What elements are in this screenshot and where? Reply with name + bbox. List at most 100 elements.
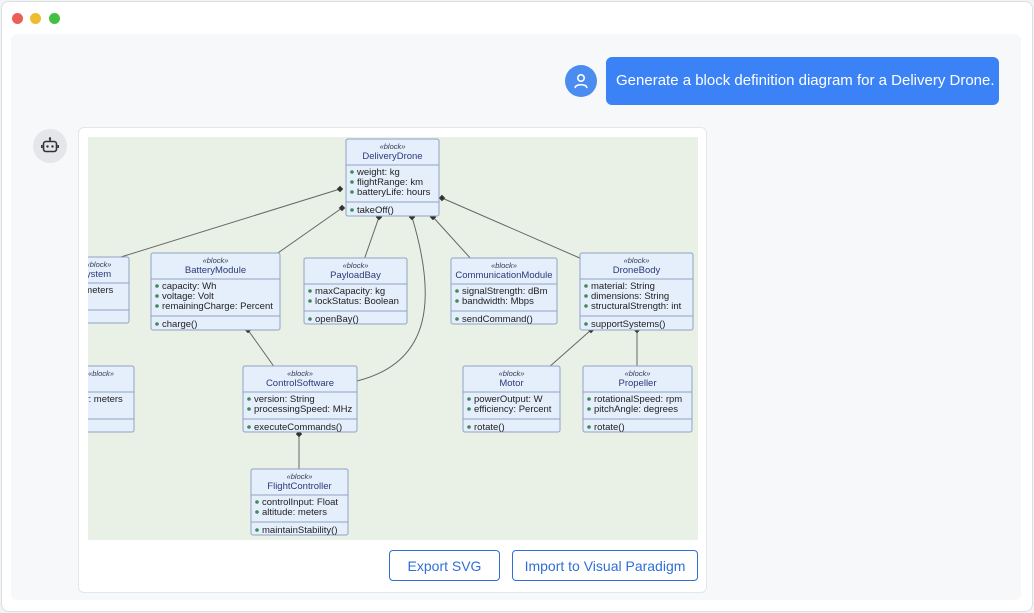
block-attribute: altitude: meters xyxy=(262,507,327,518)
composition-line xyxy=(441,197,583,260)
visibility-icon xyxy=(247,425,251,429)
visibility-icon xyxy=(455,317,459,321)
block-attribute: flightRange: km xyxy=(357,177,423,188)
block-attribute: version: String xyxy=(254,394,315,405)
block-dronebody[interactable]: «block»DroneBody material: Stringdimensio… xyxy=(579,252,694,331)
visibility-icon xyxy=(587,407,591,411)
visibility-icon xyxy=(467,397,471,401)
composition-line xyxy=(432,216,473,261)
block-attribute: efficiency: Percent xyxy=(474,404,552,415)
visibility-icon xyxy=(584,304,588,308)
composition-line xyxy=(356,216,426,382)
visibility-icon xyxy=(247,397,251,401)
block-name: DeliveryDrone xyxy=(362,151,422,162)
visibility-icon xyxy=(255,510,259,514)
visibility-icon xyxy=(255,528,259,532)
block-operation: supportSystems() xyxy=(591,319,665,330)
block-attribute: maxCapacity: kg xyxy=(315,286,385,297)
visibility-icon xyxy=(350,170,354,174)
visibility-icon xyxy=(584,322,588,326)
visibility-icon xyxy=(308,289,312,293)
visibility-icon xyxy=(587,397,591,401)
import-to-visual-paradigm-button[interactable]: Import to Visual Paradigm xyxy=(512,550,698,581)
visibility-icon xyxy=(155,294,159,298)
export-svg-button[interactable]: Export SVG xyxy=(389,550,500,581)
visibility-icon xyxy=(308,299,312,303)
visibility-icon xyxy=(155,304,159,308)
block-stereotype: «block» xyxy=(287,369,313,378)
block-name: BatteryModule xyxy=(185,265,246,276)
bot-avatar xyxy=(33,129,67,163)
block-deliverydrone[interactable]: «block»DeliveryDrone weight: kgflightRang… xyxy=(345,138,440,217)
block-name: ControlSoftware xyxy=(266,378,334,389)
visibility-icon xyxy=(255,500,259,504)
block-stereotype: «block» xyxy=(88,369,114,378)
visibility-icon xyxy=(467,425,471,429)
block-attribute: processingSpeed: MHz xyxy=(254,404,352,415)
title-bar xyxy=(2,2,1032,34)
composition-diamond xyxy=(295,430,303,438)
block-ystem[interactable]: «block»ystem: metersrs) xyxy=(88,256,130,324)
block-attribute: dimensions: String xyxy=(591,291,669,302)
composition-line xyxy=(107,188,341,262)
block-stereotype: «block» xyxy=(625,369,651,378)
block-stereotype: «block» xyxy=(287,472,313,481)
block-communicationmodule[interactable]: «block»CommunicationModulesignalStrength… xyxy=(450,257,558,325)
block-stereotype: «block» xyxy=(499,369,525,378)
block-stereotype: «block» xyxy=(203,256,229,265)
visibility-icon xyxy=(155,322,159,326)
robot-icon xyxy=(41,137,59,153)
block-attribute: cy: meters xyxy=(88,394,123,405)
block-attribute: weight: kg xyxy=(356,167,400,178)
visibility-icon xyxy=(584,294,588,298)
block-stereotype: «block» xyxy=(380,142,406,151)
block-operation: rotate() xyxy=(474,422,505,433)
block-operation: charge() xyxy=(162,319,197,330)
composition-diamond xyxy=(336,185,344,193)
block-attribute: voltage: Volt xyxy=(162,291,214,302)
maximize-window-button[interactable] xyxy=(49,13,60,24)
block-stereotype: «block» xyxy=(343,261,369,270)
composition-diamond xyxy=(438,194,446,202)
block-name: PayloadBay xyxy=(330,270,381,281)
user-message: Generate a block definition diagram for … xyxy=(606,57,999,105)
visibility-icon xyxy=(155,284,159,288)
composition-line xyxy=(274,207,343,256)
block-attribute: material: String xyxy=(591,281,655,292)
composition-line xyxy=(547,329,592,369)
block-attribute: powerOutput: W xyxy=(474,394,543,405)
block-attribute: batteryLife: hours xyxy=(357,187,431,198)
block-stereotype: «block» xyxy=(624,256,650,265)
block-cropped[interactable]: «block»cy: meterss xyxy=(88,365,135,433)
block-attribute: structuralStrength: int xyxy=(591,301,682,312)
minimize-window-button[interactable] xyxy=(30,13,41,24)
block-name: ystem xyxy=(88,269,111,280)
block-operation: executeCommands() xyxy=(254,422,342,433)
visibility-icon xyxy=(455,289,459,293)
block-controlsoftware[interactable]: «block»ControlSoftware version: Stringpro… xyxy=(242,365,358,433)
block-name: DroneBody xyxy=(613,265,661,276)
block-attribute: : meters xyxy=(88,285,114,296)
block-name: CommunicationModule xyxy=(455,270,552,281)
block-operation: maintainStability() xyxy=(262,525,338,536)
block-operation: openBay() xyxy=(315,314,359,325)
composition-diamond xyxy=(338,204,346,212)
user-icon xyxy=(574,73,588,89)
visibility-icon xyxy=(455,299,459,303)
close-window-button[interactable] xyxy=(12,13,23,24)
block-name: Motor xyxy=(499,378,523,389)
visibility-icon xyxy=(584,284,588,288)
block-attribute: controlInput: Float xyxy=(262,497,338,508)
visibility-icon xyxy=(247,407,251,411)
block-operation: takeOff() xyxy=(357,205,394,216)
visibility-icon xyxy=(350,190,354,194)
